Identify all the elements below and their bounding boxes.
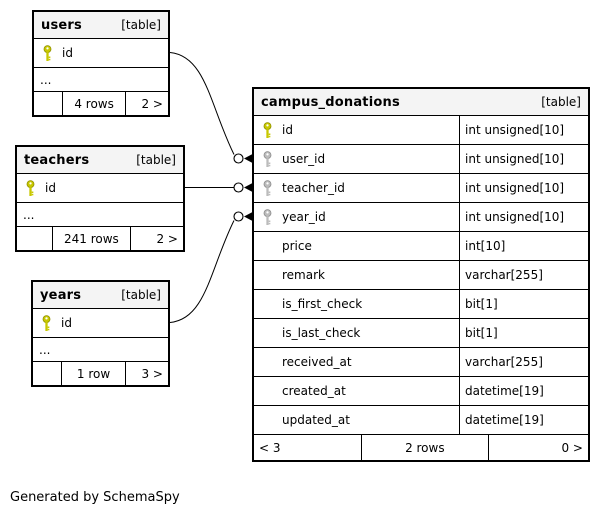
column-row-is_first_check: is_first_check bit[1] (254, 290, 588, 319)
table-name: users (41, 17, 82, 33)
primary-key-icon (262, 122, 273, 139)
column-type: int[10] (459, 232, 588, 260)
column-row-updated_at: updated_at datetime[19] (254, 406, 588, 435)
table-name: teachers (24, 152, 90, 168)
column-row-year_id: year_id int unsigned[10] (254, 203, 588, 232)
table-type-tag: [table] (541, 95, 581, 109)
column-row-created_at: created_at datetime[19] (254, 377, 588, 406)
column-name: remark (282, 268, 325, 282)
row-count: 241 rows (51, 227, 130, 250)
column-name: received_at (282, 355, 352, 369)
table-campus_donations: campus_donations [table] id int unsigned[10… (252, 87, 590, 462)
column-type: datetime[19] (459, 377, 588, 405)
column-name: created_at (282, 384, 346, 398)
column-row-user_id: user_id int unsigned[10] (254, 145, 588, 174)
table-type-tag: [table] (121, 18, 161, 32)
column-name: teacher_id (282, 181, 345, 195)
table-name: campus_donations (261, 94, 400, 110)
primary-key-icon (42, 45, 53, 62)
column-row-id: id int unsigned[10] (254, 116, 588, 145)
column-type: varchar[255] (459, 261, 588, 289)
related-to-count: 2 > (129, 227, 183, 250)
ellipsis-row: ... (17, 203, 183, 227)
column-name: id (62, 46, 73, 60)
column-type: datetime[19] (459, 406, 588, 434)
related-from-count (34, 92, 62, 115)
table-type-tag: [table] (136, 153, 176, 167)
column-type: int unsigned[10] (459, 174, 588, 202)
table-header-teachers[interactable]: teachers [table] (17, 147, 183, 174)
column-type: bit[1] (459, 290, 588, 318)
related-from-count (17, 227, 52, 250)
foreign-key-icon (262, 151, 273, 168)
column-name: price (282, 239, 312, 253)
column-row-id: id (34, 39, 168, 68)
column-name: id (45, 181, 56, 195)
table-type-tag: [table] (121, 288, 161, 302)
column-row-remark: remark varchar[255] (254, 261, 588, 290)
related-to-count: 0 > (487, 435, 588, 460)
primary-key-icon (25, 180, 36, 197)
column-row-price: price int[10] (254, 232, 588, 261)
column-type: int unsigned[10] (459, 116, 588, 144)
column-name: user_id (282, 152, 326, 166)
foreign-key-icon (262, 180, 273, 197)
column-name: id (282, 123, 293, 137)
table-header-users[interactable]: users [table] (34, 12, 168, 39)
column-type: bit[1] (459, 319, 588, 347)
row-count: 1 row (61, 362, 124, 385)
table-header-years[interactable]: years [table] (33, 282, 168, 309)
column-row-is_last_check: is_last_check bit[1] (254, 319, 588, 348)
ellipsis-row: ... (33, 338, 168, 362)
foreign-key-icon (262, 209, 273, 226)
table-name: years (40, 287, 82, 303)
column-name: year_id (282, 210, 326, 224)
ellipsis-row: ... (34, 68, 168, 92)
row-count: 2 rows (360, 435, 488, 460)
column-name: is_last_check (282, 326, 361, 340)
column-type: int unsigned[10] (459, 203, 588, 231)
column-row-id: id (17, 174, 183, 203)
column-row-teacher_id: teacher_id int unsigned[10] (254, 174, 588, 203)
column-row-received_at: received_at varchar[255] (254, 348, 588, 377)
column-name: is_first_check (282, 297, 363, 311)
column-name: updated_at (282, 413, 350, 427)
table-header-campus_donations[interactable]: campus_donations [table] (254, 89, 588, 116)
generated-by-note: Generated by SchemaSpy (10, 490, 180, 505)
related-to-count: 2 > (125, 92, 168, 115)
column-row-id: id (33, 309, 168, 338)
column-type: int unsigned[10] (459, 145, 588, 173)
related-from-count: < 3 (259, 440, 281, 455)
primary-key-icon (41, 315, 52, 332)
related-from-count (33, 362, 61, 385)
related-to-count: 3 > (124, 362, 168, 385)
column-type: varchar[255] (459, 348, 588, 376)
column-name: id (61, 316, 72, 330)
row-count: 4 rows (62, 92, 125, 115)
